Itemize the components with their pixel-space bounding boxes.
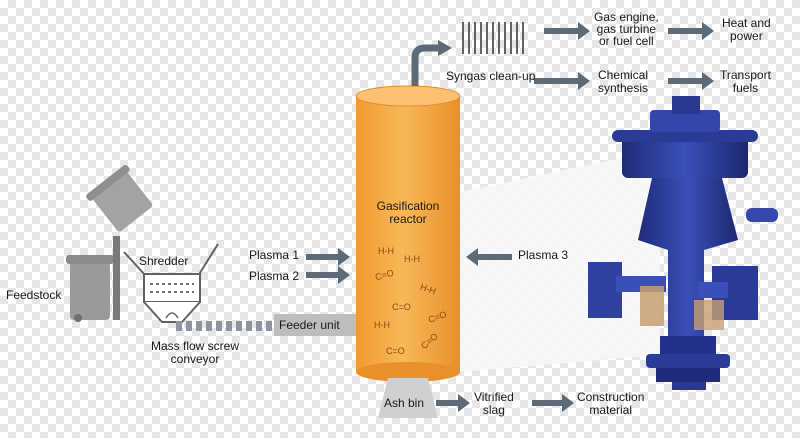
arrow-slag-to-construction: [532, 394, 574, 412]
heat-power-label: Heat and power: [722, 16, 771, 43]
molecule-co: C=O: [392, 302, 411, 312]
construction-material-label: Construction material: [577, 390, 645, 417]
ash-bin-label: Ash bin: [384, 396, 425, 410]
syngas-cleanup-label: Syngas clean-up: [446, 69, 536, 83]
molecule-hh: H-H: [374, 320, 390, 330]
mass-flow-conveyor-label: Mass flow screw conveyor: [151, 339, 240, 366]
arrow-to-chemical: [534, 72, 590, 90]
arrow-to-heat-power: [668, 22, 714, 40]
ash-bin-shape: [378, 378, 438, 418]
cleanup-filter-icon: [462, 22, 524, 54]
arrow-ash-to-slag: [436, 394, 470, 412]
plasma-2-label: Plasma 2: [249, 269, 300, 283]
gas-engine-label: Gas engine, gas turbine or fuel cell: [594, 10, 659, 48]
arrow-plasma3: [466, 248, 512, 266]
arrow-to-gas-engine: [544, 22, 590, 40]
molecule-hh: H-H: [378, 246, 394, 256]
plasma-plant-illustration: [588, 96, 778, 390]
syngas-pipe: [411, 44, 440, 86]
chemical-synthesis-label: Chemical synthesis: [598, 68, 649, 95]
waste-bin-icon: [66, 236, 120, 322]
molecule-hh: H-H: [404, 254, 420, 264]
transport-fuels-label: Transport fuels: [720, 68, 771, 95]
arrow-plasma2: [306, 266, 350, 284]
feeder-unit-box: [274, 314, 356, 336]
shredder-icon: [123, 243, 219, 323]
plasma-1-label: Plasma 1: [249, 248, 300, 262]
feeder-unit-label: Feeder unit: [279, 318, 340, 332]
arrow-to-transport: [668, 72, 714, 90]
plasma-3-label: Plasma 3: [518, 248, 569, 262]
arrow-plasma1: [306, 248, 350, 266]
feedstock-label: Feedstock: [6, 288, 62, 302]
gasification-reactor: [355, 85, 461, 382]
reactor-label: Gasification reactor: [376, 199, 440, 226]
tipping-bin-icon: [86, 164, 153, 232]
vitrified-slag-label: Vitrified slag: [474, 390, 514, 417]
molecule-co: C=O: [386, 346, 405, 356]
shredder-label: Shredder: [139, 254, 189, 268]
